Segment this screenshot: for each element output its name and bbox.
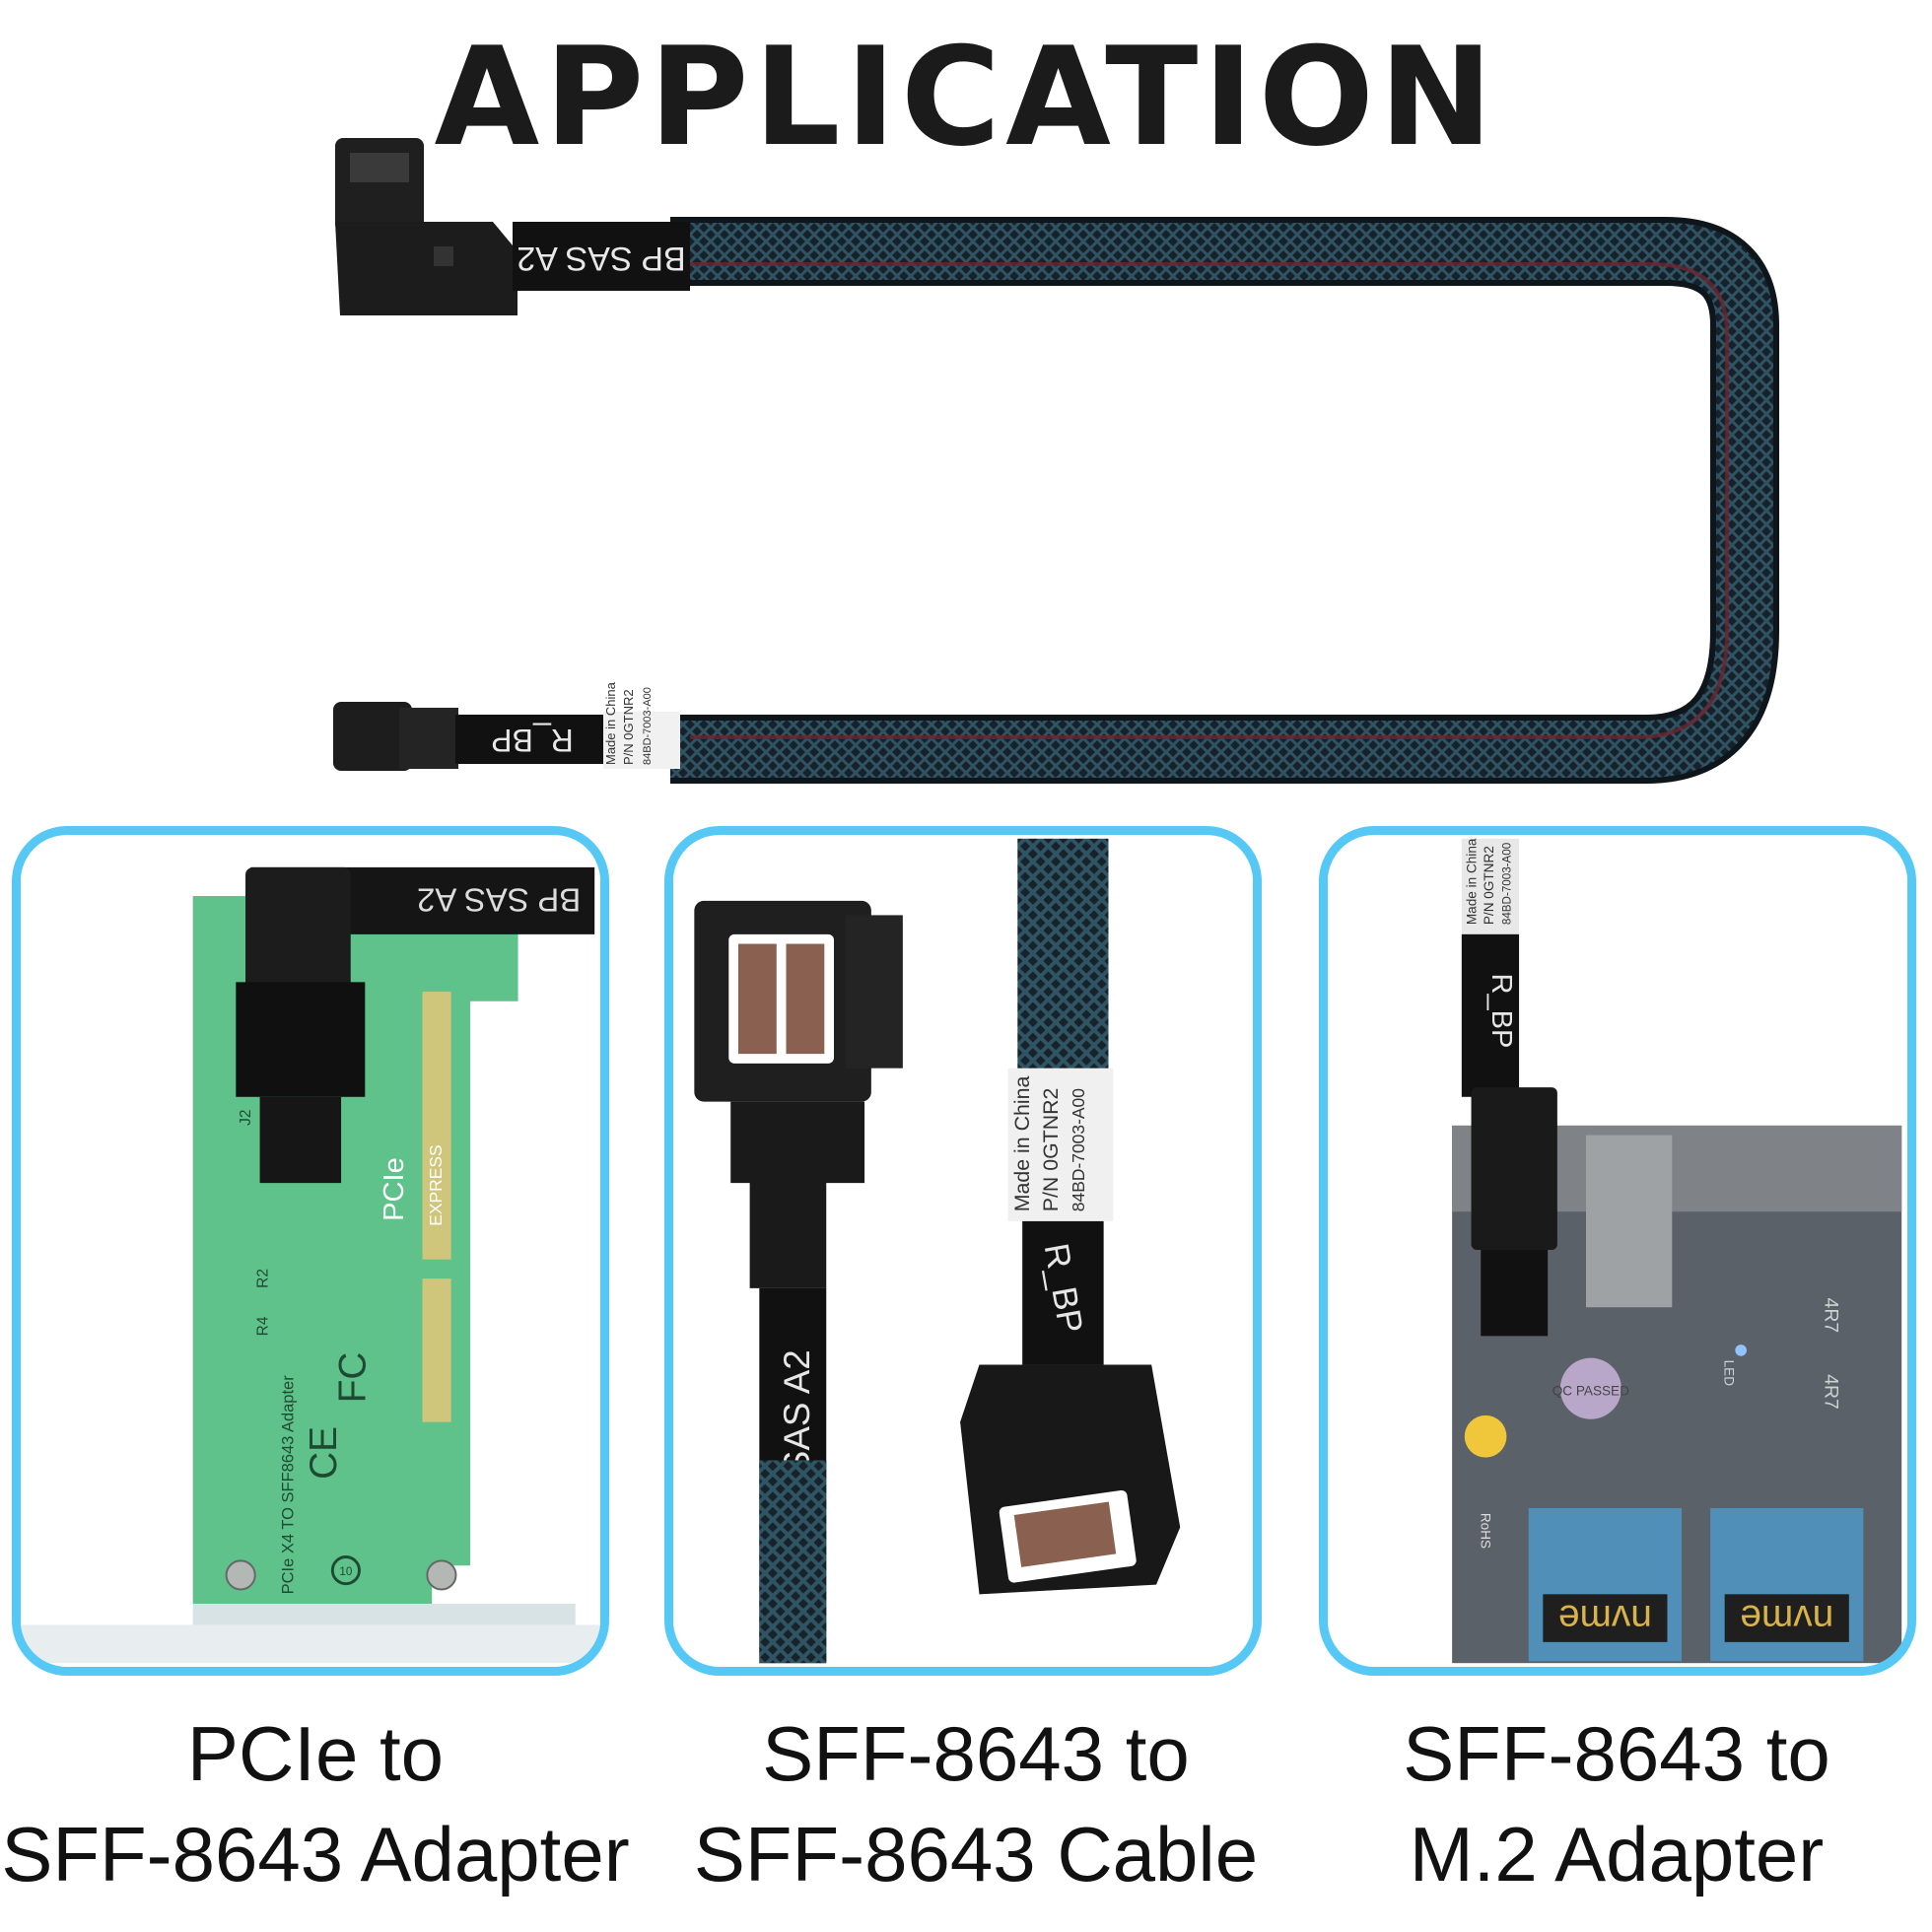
pcie-adapter-illustration: BP SAS A2 PCIe EXPRESS PCIe X4 TO SFF864… — [21, 838, 600, 1664]
svg-text:PCIe X4 TO SFF8643 Adapter: PCIe X4 TO SFF8643 Adapter — [280, 1375, 298, 1595]
svg-text:nvme: nvme — [1558, 1597, 1652, 1639]
svg-text:QC PASSED: QC PASSED — [1552, 1384, 1629, 1399]
svg-text:4R7: 4R7 — [1821, 1298, 1842, 1334]
svg-text:nvme: nvme — [1740, 1597, 1833, 1639]
panel-sff8643-cable: BP SAS A2 Made in China P/N 0GTNR2 84BD-… — [664, 826, 1262, 1676]
svg-text:84BD-7003-A00: 84BD-7003-A00 — [1500, 842, 1513, 925]
page-title: APPLICATION — [434, 18, 1498, 176]
right-angle-connector-top: BP SAS A2 — [335, 138, 690, 315]
svg-text:LED: LED — [1722, 1360, 1737, 1387]
panel3-cable-label: R_BP — [1485, 973, 1517, 1048]
svg-text:Made in China: Made in China — [1464, 838, 1479, 925]
svg-text:EXPRESS: EXPRESS — [426, 1144, 446, 1225]
svg-text:4R7: 4R7 — [1821, 1374, 1842, 1410]
straight-connector-bottom: R_BP Made in China P/N 0GTNR2 84BD-7003-… — [333, 681, 680, 771]
panel-pcie-adapter: BP SAS A2 PCIe EXPRESS PCIe X4 TO SFF864… — [12, 826, 609, 1676]
caption-pcie-adapter: PCIe to SFF-8643 Adapter — [1, 1710, 630, 1898]
svg-text:84BD-7003-A00: 84BD-7003-A00 — [1069, 1088, 1088, 1211]
svg-text:P/N 0GTNR2: P/N 0GTNR2 — [621, 689, 636, 765]
svg-text:R4: R4 — [254, 1316, 271, 1336]
svg-text:FC: FC — [331, 1352, 374, 1404]
panel1-cable-label: BP SAS A2 — [417, 881, 581, 918]
sff8643-cable-illustration: BP SAS A2 Made in China P/N 0GTNR2 84BD-… — [673, 838, 1253, 1664]
caption-m2-adapter: SFF-8643 to M.2 Adapter — [1403, 1710, 1830, 1898]
caption-sff8643-cable: SFF-8643 to SFF-8643 Cable — [693, 1710, 1259, 1898]
svg-text:RoHS: RoHS — [1478, 1513, 1492, 1549]
svg-text:Made in China: Made in China — [603, 681, 618, 765]
m2-adapter-illustration: Made in China P/N 0GTNR2 84BD-7003-A00 R… — [1328, 838, 1907, 1664]
svg-text:R2: R2 — [254, 1269, 271, 1288]
svg-text:84BD-7003-A00: 84BD-7003-A00 — [642, 687, 654, 765]
svg-text:Made in China: Made in China — [1010, 1076, 1034, 1212]
svg-text:PCIe: PCIe — [379, 1157, 410, 1221]
svg-text:10: 10 — [339, 1565, 352, 1578]
hero-left-label: BP SAS A2 — [517, 240, 685, 277]
svg-text:J2: J2 — [238, 1110, 254, 1126]
braided-cable — [670, 217, 1779, 784]
panel-m2-adapter: Made in China P/N 0GTNR2 84BD-7003-A00 R… — [1319, 826, 1916, 1676]
svg-text:P/N 0GTNR2: P/N 0GTNR2 — [1039, 1088, 1063, 1212]
svg-text:CE: CE — [303, 1426, 345, 1480]
hero-cable-illustration: BP SAS A2 R_BP Made in China P/N 0GTNR2 … — [333, 138, 1779, 784]
svg-text:P/N 0GTNR2: P/N 0GTNR2 — [1482, 846, 1496, 925]
hero-right-label: R_BP — [491, 723, 574, 758]
